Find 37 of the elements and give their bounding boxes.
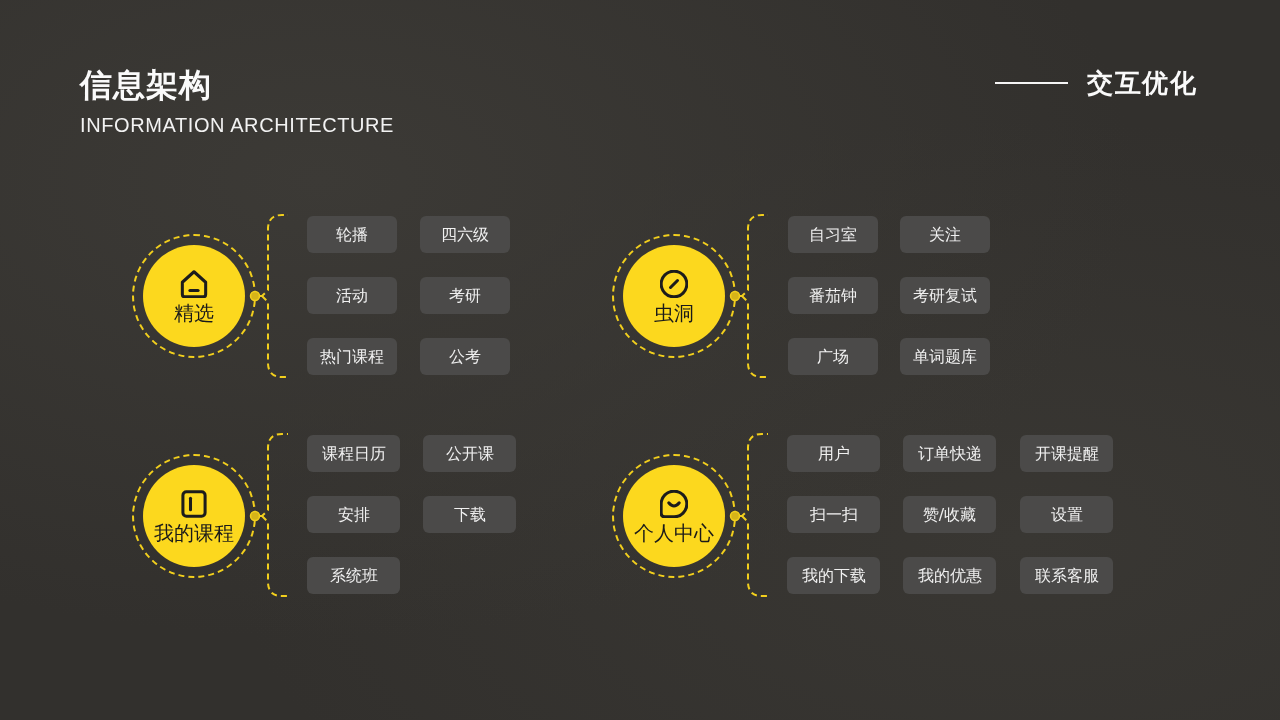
hub-label: 虫洞 [654, 302, 694, 323]
item-box: 单词题库 [900, 338, 990, 375]
hub-circle [132, 234, 256, 358]
item-box: 轮播 [307, 216, 397, 253]
hub-circle [132, 454, 256, 578]
subtitle: INFORMATION ARCHITECTURE [80, 115, 395, 135]
hub-label: 我的课程 [154, 522, 234, 543]
item-box: 自习室 [788, 216, 878, 253]
item-box: 广场 [788, 338, 878, 375]
item-box: 设置 [1020, 496, 1113, 533]
hub-circle [612, 454, 736, 578]
item-box: 系统班 [307, 557, 400, 594]
item-box: 赞/收藏 [903, 496, 996, 533]
item-box: 考研复试 [900, 277, 990, 314]
item-box: 公开课 [423, 435, 516, 472]
item-box: 关注 [900, 216, 990, 253]
item-box: 联系客服 [1020, 557, 1113, 594]
item-box: 公考 [420, 338, 510, 375]
item-box: 考研 [420, 277, 510, 314]
item-box: 下载 [423, 496, 516, 533]
hub-label: 个人中心 [634, 522, 714, 543]
item-box: 我的优惠 [903, 557, 996, 594]
title: 信息架构 [80, 69, 212, 101]
item-box: 开课提醒 [1020, 435, 1113, 472]
item-box: 扫一扫 [787, 496, 880, 533]
item-box: 我的下载 [787, 557, 880, 594]
item-box: 四六级 [420, 216, 510, 253]
item-box: 番茄钟 [788, 277, 878, 314]
hub-label: 精选 [174, 302, 214, 323]
hub-circle [612, 234, 736, 358]
item-box: 用户 [787, 435, 880, 472]
item-box: 热门课程 [307, 338, 397, 375]
item-box: 活动 [307, 277, 397, 314]
section-label: 交互优化 [1087, 70, 1197, 96]
item-box: 安排 [307, 496, 400, 533]
item-box: 订单快递 [903, 435, 996, 472]
item-box: 课程日历 [307, 435, 400, 472]
